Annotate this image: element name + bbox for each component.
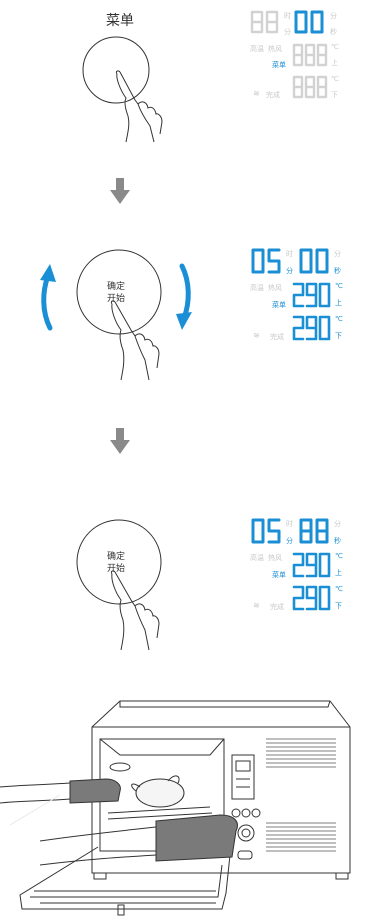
lower-label: 下 xyxy=(335,602,342,610)
menu-button-press-illustration[interactable] xyxy=(80,34,170,144)
upper-unit: ℃ xyxy=(331,43,339,51)
lower-temp-digits xyxy=(292,585,331,611)
minute-label: 分 xyxy=(286,537,293,545)
hour-digits xyxy=(251,248,281,274)
oven-foot xyxy=(93,872,107,880)
step1-panel: 菜单 时 分 分 秒 高温 热风 菜单 xyxy=(0,0,386,160)
left-oven-mitt xyxy=(69,778,121,804)
minute-label: 分 xyxy=(286,267,293,275)
oven-loading-illustration xyxy=(0,700,351,916)
knob-1 xyxy=(231,808,241,818)
step3-panel: 确定 开始 时 分 分 秒 高温 热风 菜单 ℃ xyxy=(0,500,386,670)
upper-unit: ℃ xyxy=(335,552,343,560)
left-arm xyxy=(0,782,71,788)
hour-label: 时 xyxy=(286,250,293,258)
chicken xyxy=(135,778,185,808)
step2-panel: 确定 开始 时 分 分 秒 高温 热风 菜单 xyxy=(0,230,386,400)
wifi-icon: ≋ xyxy=(253,89,260,98)
lower-label: 下 xyxy=(335,332,342,340)
down-arrow-icon xyxy=(110,428,130,454)
upper-label: 上 xyxy=(335,569,342,577)
oven-foot xyxy=(335,872,349,880)
rotate-right-arrow-icon xyxy=(176,263,192,330)
minute-small-label: 分 xyxy=(334,520,341,528)
oven-door xyxy=(19,846,231,910)
hour-label: 时 xyxy=(284,12,291,20)
mode-done: 完成 xyxy=(266,91,280,99)
side-vents xyxy=(266,738,336,852)
knob-2 xyxy=(241,808,251,818)
lower-unit: ℃ xyxy=(335,315,343,323)
upper-temp-digits xyxy=(292,282,331,308)
minute-digits xyxy=(294,10,324,34)
mode-hot-air: 热风 xyxy=(268,554,282,562)
start-label: 开始 xyxy=(107,564,126,574)
rotate-left-arrow-icon xyxy=(40,264,56,331)
right-oven-mitt xyxy=(155,814,238,862)
down-arrow-icon xyxy=(110,178,130,204)
wifi-icon: ≋ xyxy=(253,601,260,610)
lower-unit: ℃ xyxy=(331,75,339,83)
lower-temp-digits xyxy=(292,75,328,99)
mode-high-temp: 高温 xyxy=(250,45,264,53)
oven-rack xyxy=(107,806,213,820)
confirm-label: 确定 xyxy=(107,552,126,562)
upper-label: 上 xyxy=(331,59,338,67)
upper-temp-digits xyxy=(292,43,328,67)
lower-temp-digits xyxy=(292,315,331,341)
mode-hot-air: 热风 xyxy=(268,45,282,53)
start-label: 开始 xyxy=(107,294,126,304)
mode-menu: 菜单 xyxy=(272,571,286,579)
second-label: 秒 xyxy=(334,267,341,275)
second-label: 秒 xyxy=(334,537,341,545)
hour-label: 时 xyxy=(286,520,293,528)
right-arm xyxy=(39,826,157,842)
upper-label: 上 xyxy=(335,299,342,307)
confirm-start-button-illustration[interactable] xyxy=(75,518,175,658)
hour-digits xyxy=(250,10,279,34)
main-knob xyxy=(237,824,255,842)
second-digits xyxy=(299,518,329,544)
mode-high-temp: 高温 xyxy=(250,554,264,562)
wifi-icon: ≋ xyxy=(253,331,260,340)
knob-3 xyxy=(251,808,261,818)
second-label: 秒 xyxy=(330,28,337,36)
control-display xyxy=(231,754,255,800)
minute-label: 分 xyxy=(284,28,291,36)
lower-label: 下 xyxy=(331,91,338,99)
mode-done: 完成 xyxy=(270,333,284,341)
confirm-label: 确定 xyxy=(107,282,126,292)
hour-digits xyxy=(251,518,281,544)
minute-small-label: 分 xyxy=(334,250,341,258)
mode-menu: 菜单 xyxy=(272,301,286,309)
heating-element xyxy=(109,762,131,772)
oven-display-step2: 时 分 分 秒 高温 热风 菜单 ℃ 上 ≋ 完成 xyxy=(250,248,386,348)
mode-menu: 菜单 xyxy=(272,61,286,69)
mode-done: 完成 xyxy=(270,603,284,611)
mode-hot-air: 热风 xyxy=(268,284,282,292)
oven-display-step1: 时 分 分 秒 高温 热风 菜单 ℃ 上 ≋ 完成 xyxy=(250,10,386,100)
minute-small-label: 分 xyxy=(330,12,337,20)
upper-temp-digits xyxy=(292,552,331,578)
control-button xyxy=(237,850,253,860)
upper-unit: ℃ xyxy=(335,282,343,290)
second-digits xyxy=(299,248,329,274)
mode-high-temp: 高温 xyxy=(250,284,264,292)
oven-display-step3: 时 分 分 秒 高温 热风 菜单 ℃ 上 ≋ 完成 xyxy=(250,518,386,618)
lower-unit: ℃ xyxy=(335,585,343,593)
menu-button-label: 菜单 xyxy=(106,13,134,29)
confirm-start-button-illustration[interactable] xyxy=(75,248,175,388)
